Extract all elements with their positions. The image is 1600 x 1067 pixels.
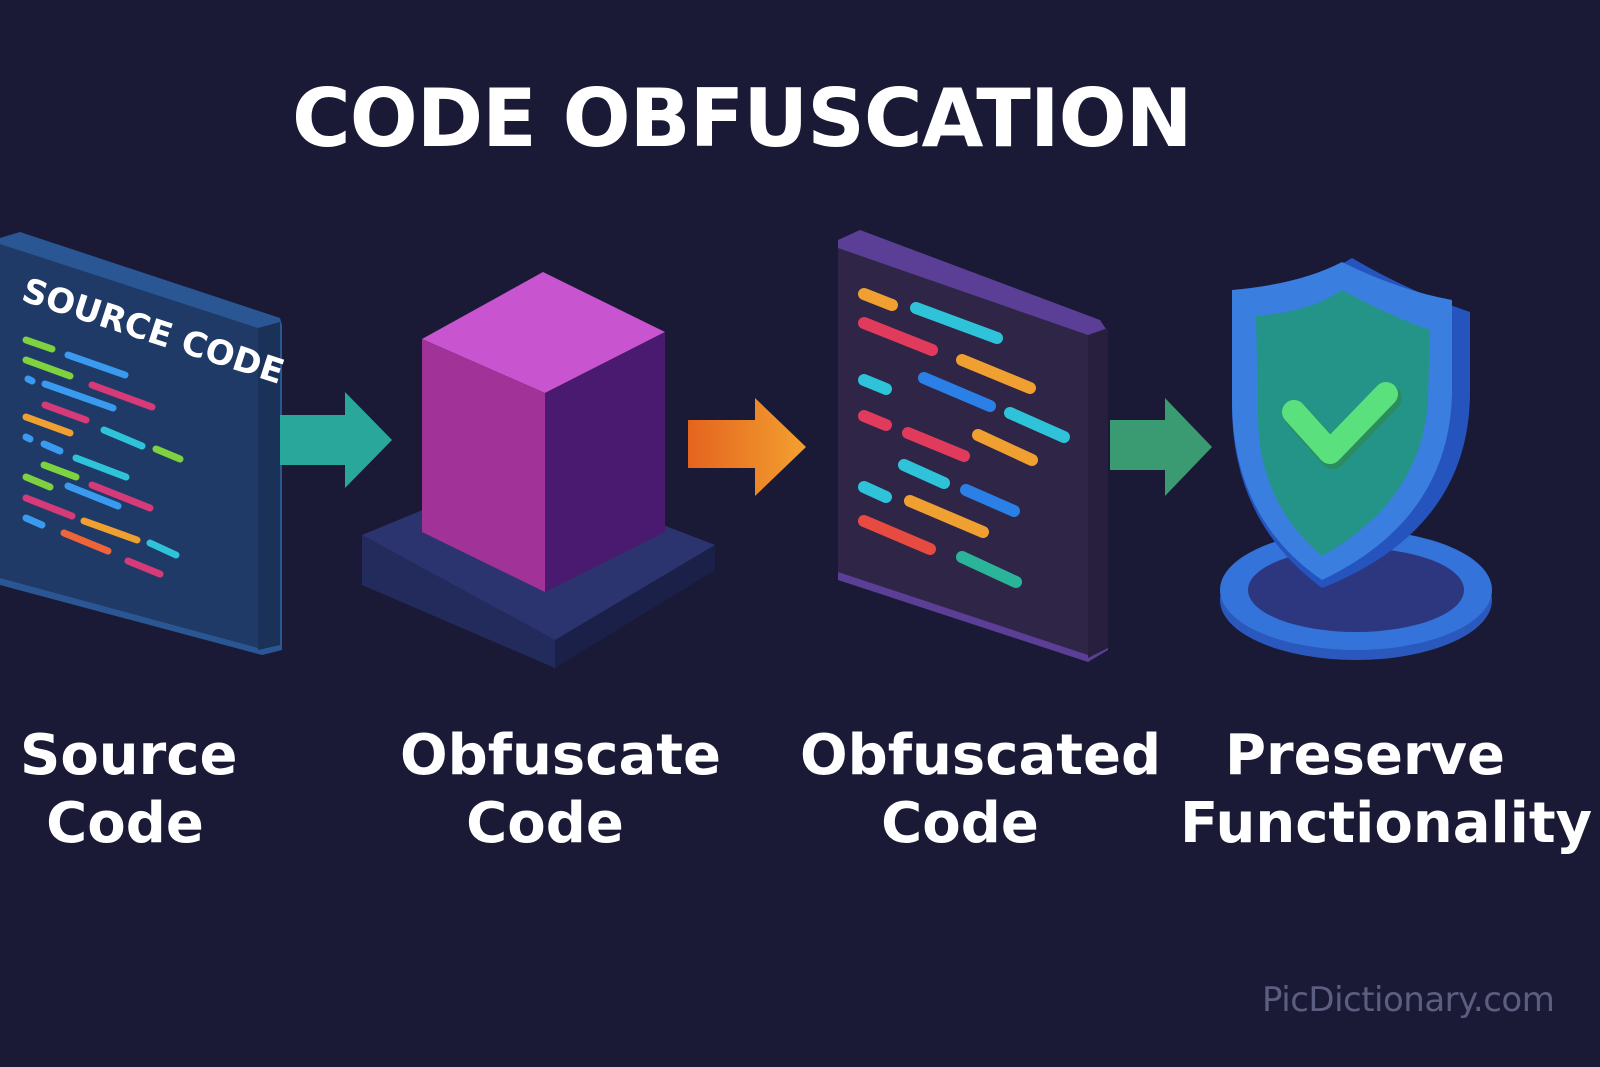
step-label-obfuscated-code: Obfuscated Code: [800, 723, 1162, 856]
step-label-obfuscate-code: Obfuscate Code: [400, 723, 721, 856]
step-label-source-code: Source Code: [20, 723, 238, 856]
watermark: PicDictionary.com: [1262, 980, 1555, 1020]
step-label-preserve-functionality: Preserve Functionality: [1180, 723, 1593, 856]
page-title: CODE OBFUSCATION: [292, 72, 1193, 165]
